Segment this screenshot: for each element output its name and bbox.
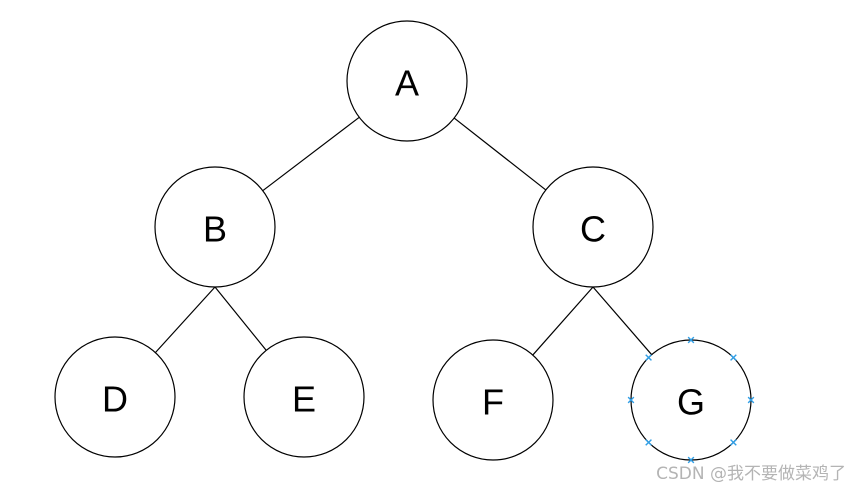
edge-c-g — [592, 286, 653, 356]
node-label: C — [580, 209, 606, 250]
tree-edges — [154, 116, 653, 356]
node-circle[interactable] — [532, 166, 654, 288]
node-label: D — [102, 379, 128, 420]
node-f[interactable]: F — [432, 339, 554, 461]
node-d[interactable]: D — [54, 336, 176, 458]
node-circle[interactable] — [54, 336, 176, 458]
node-c[interactable]: C — [532, 166, 654, 288]
selection-handle-icon[interactable] — [730, 439, 737, 446]
node-a[interactable]: A — [346, 20, 468, 142]
csdn-watermark: CSDN @我不要做菜鸡了 — [656, 464, 846, 484]
selection-handles — [627, 336, 755, 464]
node-circle[interactable] — [346, 20, 468, 142]
edge-a-b — [262, 116, 360, 192]
selection-handle-icon[interactable] — [645, 439, 652, 446]
node-b[interactable]: B — [154, 166, 276, 288]
edge-b-d — [154, 286, 216, 354]
node-label: G — [677, 382, 705, 423]
edge-a-c — [453, 117, 547, 191]
node-label: E — [292, 379, 316, 420]
node-circle[interactable] — [243, 336, 365, 458]
tree-nodes: A B C D E F G — [54, 20, 752, 461]
selection-handle-icon[interactable] — [747, 396, 755, 404]
node-circle[interactable] — [432, 339, 554, 461]
selection-handle-icon[interactable] — [687, 336, 695, 344]
selection-handle-icon[interactable] — [627, 396, 635, 404]
selection-handle-icon[interactable] — [687, 456, 695, 464]
node-e[interactable]: E — [243, 336, 365, 458]
node-label: A — [395, 63, 419, 104]
edge-c-f — [532, 286, 594, 356]
node-circle[interactable] — [154, 166, 276, 288]
node-label: B — [203, 209, 227, 250]
edge-b-e — [214, 286, 267, 351]
selection-handle-icon[interactable] — [730, 354, 737, 361]
node-label: F — [482, 382, 504, 423]
selection-handle-icon[interactable] — [645, 354, 652, 361]
